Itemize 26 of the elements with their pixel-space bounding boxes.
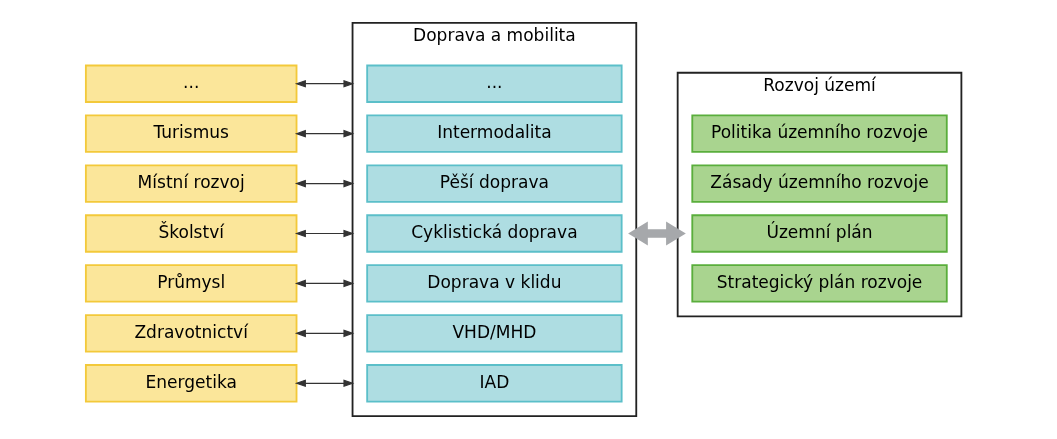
arrow [294, 229, 355, 238]
node-box: Energetika [84, 364, 298, 403]
arrow [294, 279, 355, 288]
arrow [294, 329, 355, 338]
node-box: Zdravotnictví [84, 314, 298, 353]
node-box: Územní plán [691, 214, 948, 253]
node-box: ... [366, 64, 623, 103]
node-box: Místní rozvoj [84, 164, 298, 203]
node-box: IAD [366, 364, 623, 403]
node-box: VHD/MHD [366, 314, 623, 353]
node-box: Školství [84, 214, 298, 253]
arrow [294, 179, 355, 188]
node-box: Strategický plán rozvoje [691, 264, 948, 303]
node-box: ... [84, 64, 298, 103]
node-box: Turismus [84, 114, 298, 153]
node-box: Cyklistická doprava [366, 214, 623, 253]
arrow [294, 129, 355, 138]
node-box: Intermodalita [366, 114, 623, 153]
node-box: Doprava v klidu [366, 264, 623, 303]
node-box: Průmysl [84, 264, 298, 303]
arrow [294, 379, 355, 388]
arrow [294, 79, 355, 88]
node-box: Politika územního rozvoje [691, 114, 948, 153]
arrow [628, 221, 686, 246]
node-box: Pěší doprava [366, 164, 623, 203]
node-box: Zásady územního rozvoje [691, 164, 948, 203]
